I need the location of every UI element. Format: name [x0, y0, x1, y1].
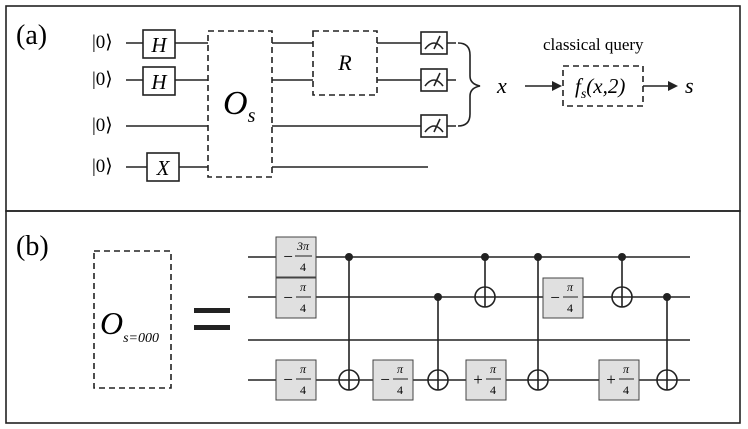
h-gate-q1 — [142, 66, 176, 96]
panel-a-label: (a) — [16, 20, 47, 51]
panel-b-frame — [5, 210, 741, 424]
ket-labels: |0⟩ |0⟩ |0⟩ |0⟩ — [92, 32, 113, 177]
cnot-q0-q3 — [338, 253, 360, 391]
h-gate-q0 — [142, 29, 176, 59]
panel-a-wires — [126, 42, 456, 168]
phase-gate-q3-pos-pi4-second: + π 4 — [598, 359, 640, 401]
ket-q0: |0⟩ — [92, 32, 113, 53]
panel-b-label: (b) — [16, 231, 49, 262]
phase-gate-q3-pos-pi4: + π 4 — [465, 359, 507, 401]
svg-text:4: 4 — [397, 383, 403, 397]
svg-text:π: π — [397, 362, 404, 376]
r-gate-box — [312, 30, 378, 96]
svg-text:4: 4 — [623, 383, 629, 397]
h-gate-q0-label: H — [150, 33, 168, 57]
cnot-q0-q1-second — [611, 253, 633, 308]
svg-text:3π: 3π — [296, 239, 310, 253]
svg-text:4: 4 — [300, 383, 306, 397]
classical-query-label: classical query — [543, 35, 644, 54]
output-s-label: s — [685, 73, 694, 98]
oracle-os-label: Os — [223, 85, 256, 127]
phase-gate-q1-neg-pi4: − π 4 — [275, 277, 317, 319]
oracle-os-box — [207, 30, 273, 178]
meter-icon — [420, 68, 448, 92]
phase-gate-q3-neg-pi4-second: − π 4 — [372, 359, 414, 401]
svg-text:π: π — [490, 362, 497, 376]
svg-text:−: − — [550, 288, 560, 307]
equals-sign — [194, 308, 230, 330]
classical-query-box — [562, 65, 644, 107]
ket-q1: |0⟩ — [92, 69, 113, 90]
cnot-q1-q3 — [427, 293, 449, 391]
svg-text:π: π — [623, 362, 630, 376]
svg-text:4: 4 — [300, 260, 306, 274]
svg-text:4: 4 — [300, 301, 306, 315]
phase-gate-q3-neg-pi4: − π 4 — [275, 359, 317, 401]
oracle-s000-label: Os=000 — [100, 305, 159, 346]
panel-b-wires — [248, 256, 690, 381]
svg-text:π: π — [300, 362, 307, 376]
svg-text:4: 4 — [567, 301, 573, 315]
svg-text:4: 4 — [490, 383, 496, 397]
x-gate-q3-label: X — [156, 156, 171, 180]
brace — [457, 42, 481, 127]
cnot-q1-q3-second — [656, 293, 678, 391]
query-function-label: fs(x,2) — [575, 74, 625, 102]
svg-text:+: + — [606, 370, 616, 389]
meter-icon — [420, 114, 448, 138]
x-gate-q3 — [146, 152, 180, 182]
measurement-gates — [420, 31, 448, 138]
svg-text:π: π — [567, 280, 574, 294]
ket-q3: |0⟩ — [92, 156, 113, 177]
svg-text:π: π — [300, 280, 307, 294]
oracle-s000-box — [93, 250, 172, 389]
ket-q2: |0⟩ — [92, 115, 113, 136]
svg-text:−: − — [283, 247, 293, 266]
h-gate-q1-label: H — [150, 70, 168, 94]
svg-text:−: − — [283, 288, 293, 307]
arrow-head-icon — [668, 81, 678, 91]
meter-icon — [420, 31, 448, 55]
cnot-q0-q3-second — [527, 253, 549, 391]
phase-gate-q1-neg-pi4-second: − π 4 — [542, 277, 584, 319]
r-gate-label: R — [337, 50, 352, 75]
svg-text:−: − — [283, 370, 293, 389]
arrow-head-icon — [552, 81, 562, 91]
cnot-q0-q1 — [474, 253, 496, 308]
phase-gate-q0-neg-3pi4: − 3π 4 — [275, 236, 317, 278]
svg-text:+: + — [473, 370, 483, 389]
svg-text:−: − — [380, 370, 390, 389]
output-x-label: x — [496, 73, 507, 98]
